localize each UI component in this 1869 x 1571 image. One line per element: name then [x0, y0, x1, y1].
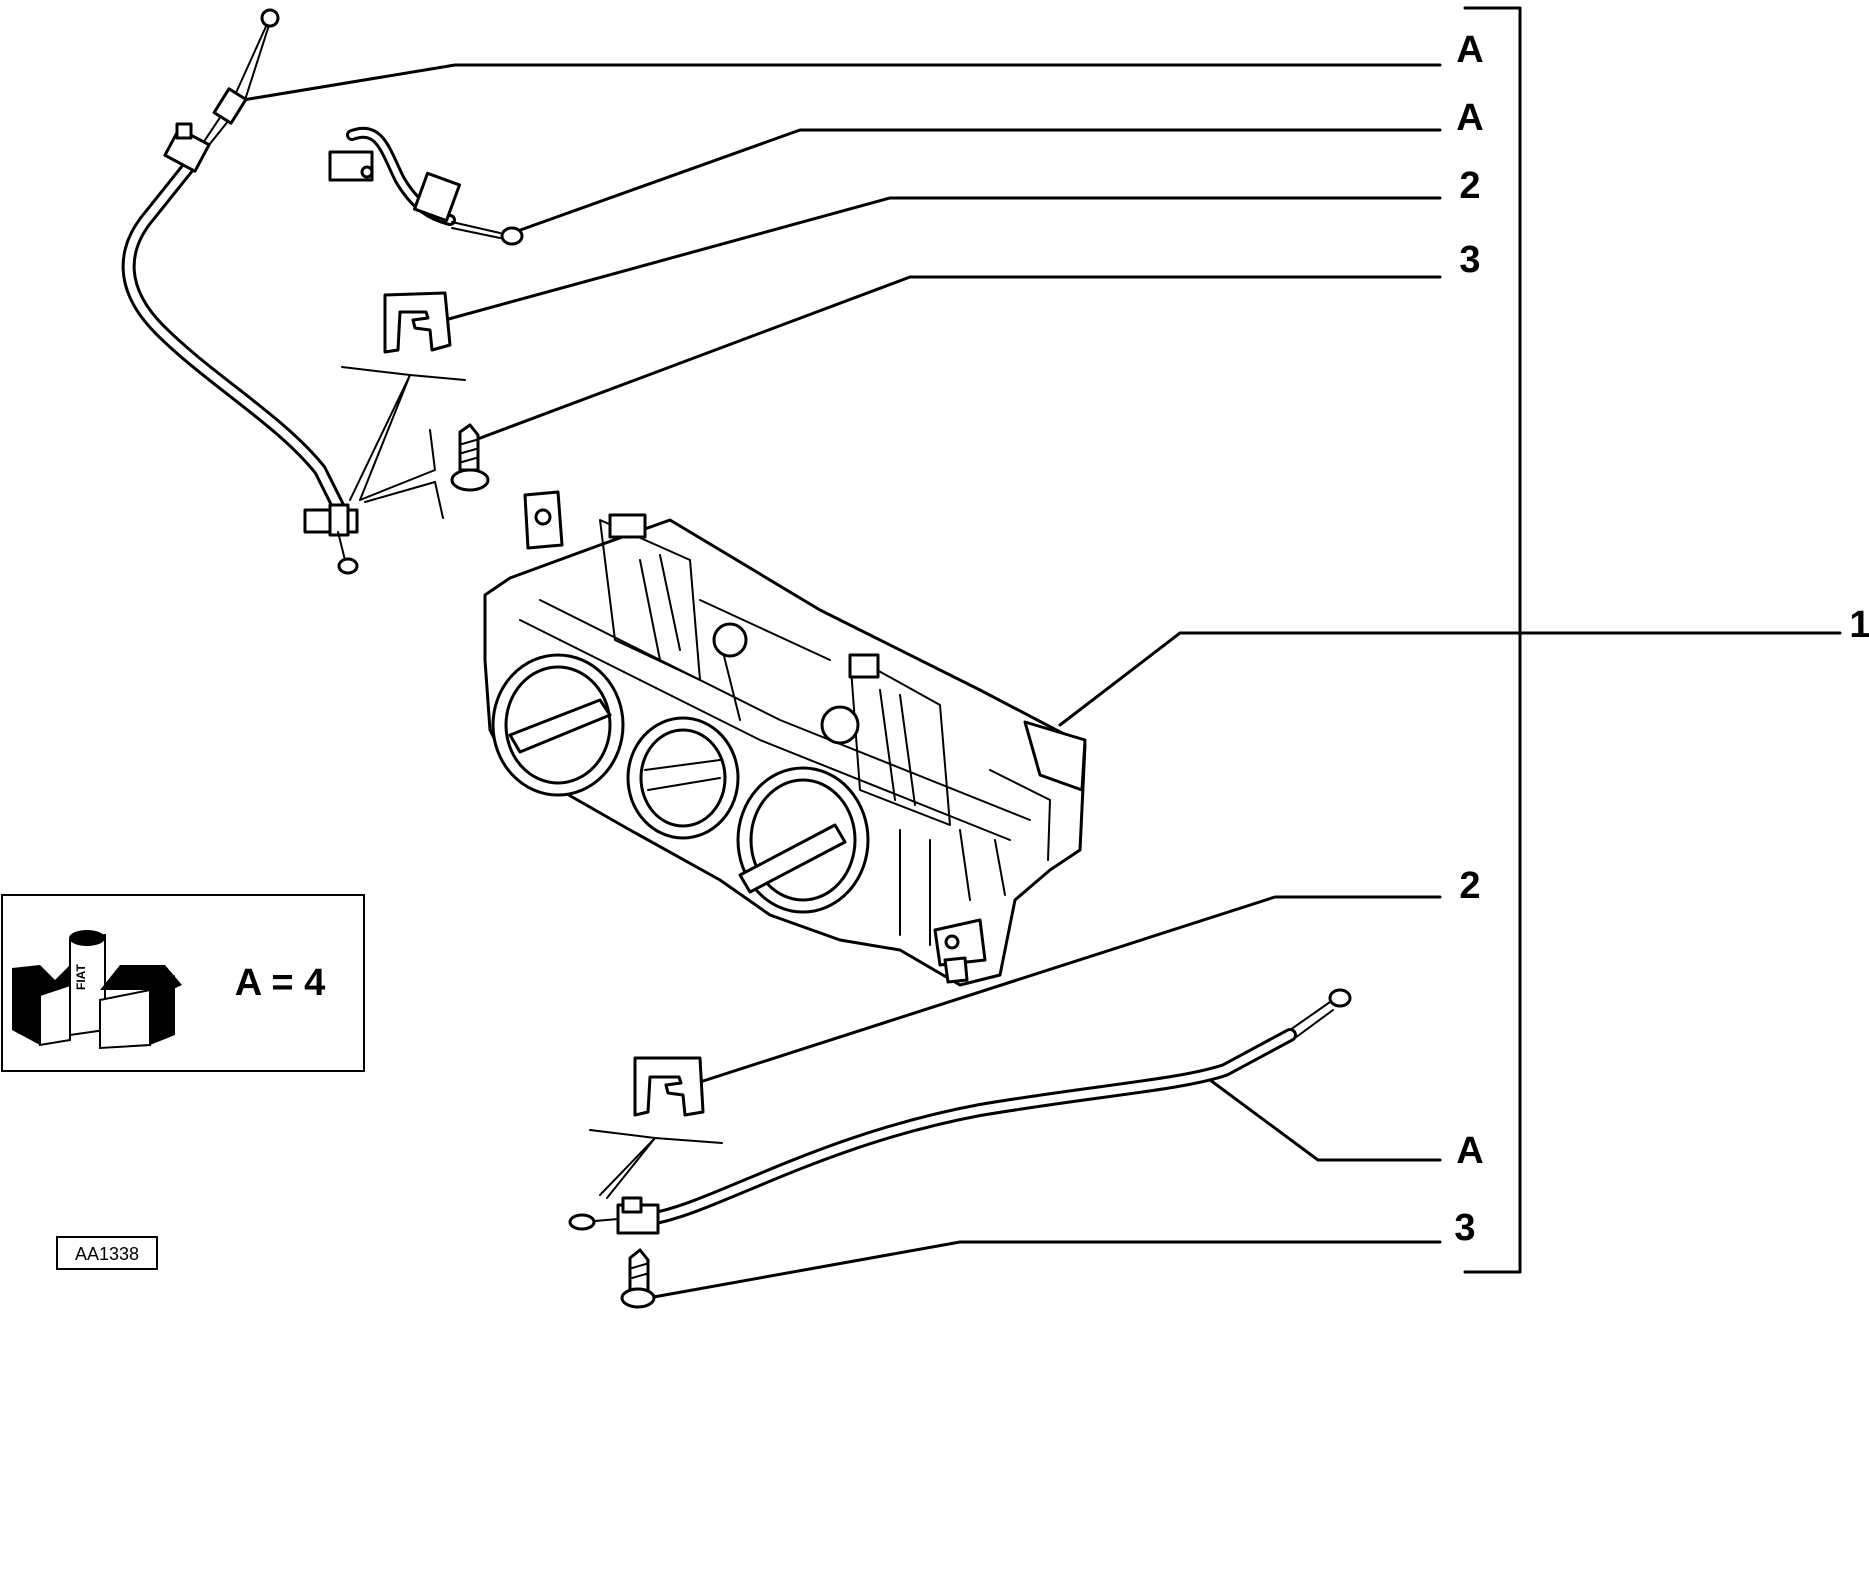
- callout-clip-top: 2: [1459, 165, 1480, 207]
- cable-bottom: [568, 988, 1352, 1235]
- break-marks-bottom: [589, 1129, 723, 1199]
- callout-screw-bottom: 3: [1454, 1207, 1475, 1249]
- callout-clip-bottom: 2: [1459, 865, 1480, 907]
- leader-lines: [241, 63, 1842, 1300]
- drawing-code-box: AA1338: [56, 1236, 158, 1270]
- heater-control-unit: [483, 490, 1087, 987]
- drawing-code: AA1338: [75, 1244, 139, 1264]
- callout-a-top-2: A: [1456, 97, 1483, 139]
- clip-top: [383, 291, 452, 354]
- legend-box: FIAT A = 4: [1, 894, 365, 1072]
- screw-top: [450, 423, 490, 492]
- legend-formula: A = 4: [235, 962, 325, 1004]
- callout-a-bottom: A: [1456, 1130, 1483, 1172]
- callout-control-unit: 1: [1849, 604, 1869, 646]
- callout-a-top-1: A: [1456, 29, 1483, 71]
- cable-upper-left: [121, 8, 359, 575]
- clip-bottom: [633, 1056, 705, 1117]
- screw-bottom: [620, 1248, 656, 1309]
- connecting-rod: [328, 126, 524, 246]
- group-bracket: [1463, 6, 1522, 1274]
- can-brand-label: FIAT: [74, 964, 88, 990]
- sealant-can-icon: FIAT: [12, 930, 182, 1050]
- break-marks-top: [341, 366, 466, 519]
- callout-screw-top: 3: [1459, 239, 1480, 281]
